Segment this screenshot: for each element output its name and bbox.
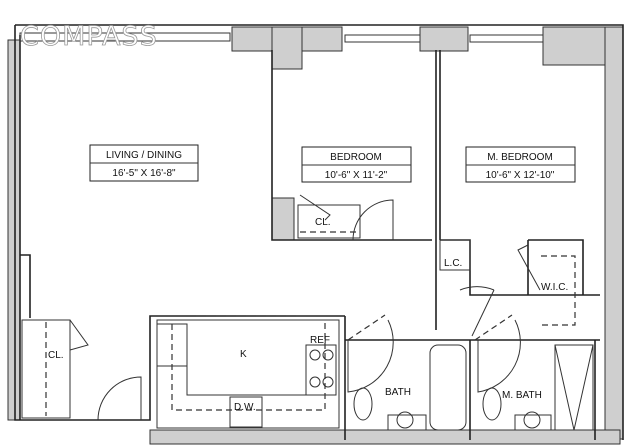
living-dining-label: LIVING / DINING 16'-5" X 16'-8" (89, 144, 199, 182)
dishwasher (229, 396, 263, 428)
doors (69, 194, 541, 421)
refrigerator-label: REF (310, 335, 330, 346)
exterior-wall (14, 24, 624, 440)
range (305, 344, 337, 396)
master-bedroom-label: M. BEDROOM 10'-6" X 12'-10" (465, 146, 576, 183)
master-bath-label: M. BATH (502, 390, 542, 401)
living-dining-name: LIVING / DINING (106, 150, 182, 161)
bedroom-label: BEDROOM 10'-6" X 11'-2" (301, 146, 412, 183)
bedroom-size: 10'-6" X 11'-2" (325, 170, 388, 181)
bedroom-closet-label: CL. (315, 217, 331, 228)
kitchen-cabinets (156, 315, 340, 429)
entry-closet-label: CL. (48, 350, 64, 361)
dishwasher-label: D.W. (234, 402, 256, 413)
linen-closet-label: L.C. (444, 258, 462, 269)
windows (19, 32, 544, 43)
kitchen-label: K (240, 349, 247, 360)
master-bedroom-name: M. BEDROOM (487, 152, 553, 163)
bath-fixtures (353, 344, 594, 431)
compass-watermark: COMPASS (20, 21, 158, 52)
living-dining-size: 16'-5" X 16'-8" (112, 168, 176, 179)
bath-label: BATH (385, 387, 411, 398)
closets (21, 204, 576, 419)
master-bedroom-size: 10'-6" X 12'-10" (486, 170, 555, 181)
walk-in-closet-label: W.I.C. (541, 282, 568, 293)
shaded-walls (7, 26, 624, 445)
bedroom-name: BEDROOM (330, 152, 382, 163)
